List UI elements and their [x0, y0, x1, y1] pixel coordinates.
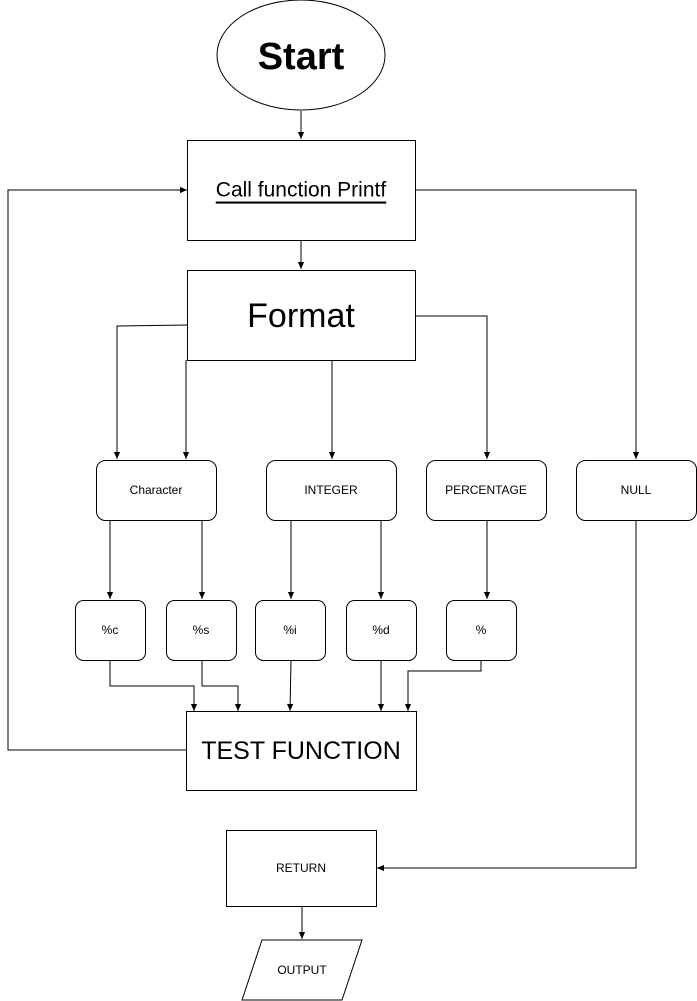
return-node [226, 830, 377, 907]
pct-node [446, 600, 517, 661]
integer-node [266, 460, 397, 521]
edge-test-to-call-loop [7, 186, 187, 751]
output-node [241, 939, 363, 1001]
edge-call-to-null [416, 189, 640, 459]
nodes [75, 0, 697, 1001]
test-function-node [186, 711, 417, 791]
pct-s-label: %s [193, 623, 210, 637]
edge-pct-to-test [404, 661, 482, 711]
pct-label: % [476, 623, 487, 637]
connectors [7, 111, 640, 939]
call-function-label: Call function Printf [216, 179, 387, 202]
pct-c-node [75, 600, 146, 661]
call-function-node [187, 140, 416, 241]
percentage-label: PERCENTAGE [445, 483, 527, 497]
edge-null-to-return [377, 521, 637, 872]
format-label: Format [247, 297, 355, 335]
percentage-node [426, 460, 547, 521]
pct-i-label: %i [283, 623, 296, 637]
test-function-label: TEST FUNCTION [201, 737, 401, 765]
pct-c-label: %c [102, 623, 119, 637]
pct-s-node [166, 600, 237, 661]
integer-label: INTEGER [304, 483, 358, 497]
pct-i-node [255, 600, 326, 661]
edge-pct-s-to-test [201, 661, 242, 711]
edge-pct-c-to-test [109, 661, 198, 711]
pct-d-node [346, 600, 417, 661]
start-label: Start [258, 36, 345, 78]
character-label: Character [130, 483, 183, 497]
edge-pct-i-to-test [286, 660, 294, 712]
null-label: NULL [621, 483, 652, 497]
edge-format-to-percentage [416, 315, 491, 459]
character-node [96, 460, 217, 521]
pct-d-label: %d [372, 623, 389, 637]
output-label: OUTPUT [277, 963, 327, 977]
edge-format-to-character-left [113, 324, 188, 459]
start-node [216, 0, 386, 111]
return-label: RETURN [276, 861, 326, 875]
format-node [187, 270, 416, 361]
labels: Start Call function Printf Format Charac… [102, 36, 652, 977]
